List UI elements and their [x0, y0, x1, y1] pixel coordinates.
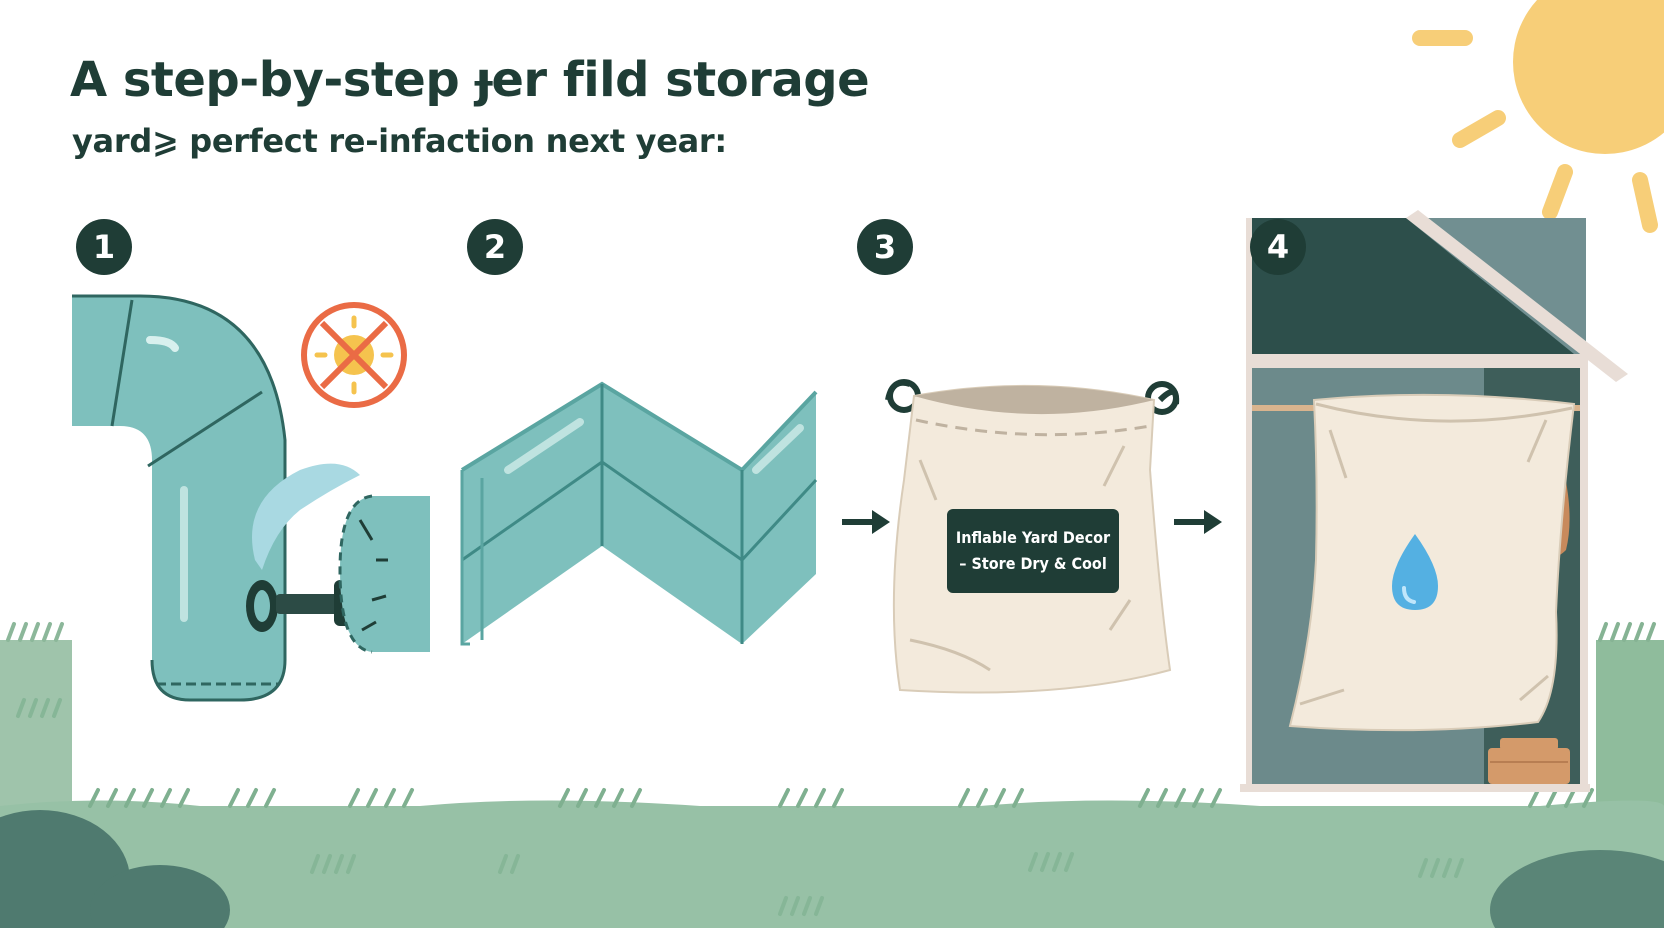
step-2-fold-illustration: [460, 381, 818, 646]
step-3-badge: 3: [857, 219, 913, 275]
bag-label-line-1: Inflable Yard Decor: [955, 528, 1111, 547]
background-grass: [0, 622, 1664, 820]
page-title: A step-by-step ɟer fild storage: [70, 52, 870, 108]
water-drop-icon: [1392, 534, 1438, 610]
step-4-badge: 4: [1250, 219, 1306, 275]
arrow-right-icon: [1174, 510, 1222, 534]
bag-label-line-2: – Store Dry & Cool: [959, 554, 1107, 573]
foreground-grass: [0, 698, 1664, 928]
bush-left: [0, 810, 230, 928]
step-4-shed-illustration: [1240, 210, 1628, 792]
page-subtitle: yard⩾ perfect re-infaction next year:: [72, 122, 727, 160]
step-1-deflate-illustration: [72, 294, 430, 702]
no-sun-icon: [301, 302, 407, 408]
step-2-badge: 2: [467, 219, 523, 275]
bag-label: Inflable Yard Decor – Store Dry & Cool: [947, 509, 1119, 593]
bush-right: [1490, 850, 1664, 928]
arrow-right-icon: [842, 510, 890, 534]
sun-icon: [1412, 0, 1664, 233]
step-1-badge: 1: [76, 219, 132, 275]
